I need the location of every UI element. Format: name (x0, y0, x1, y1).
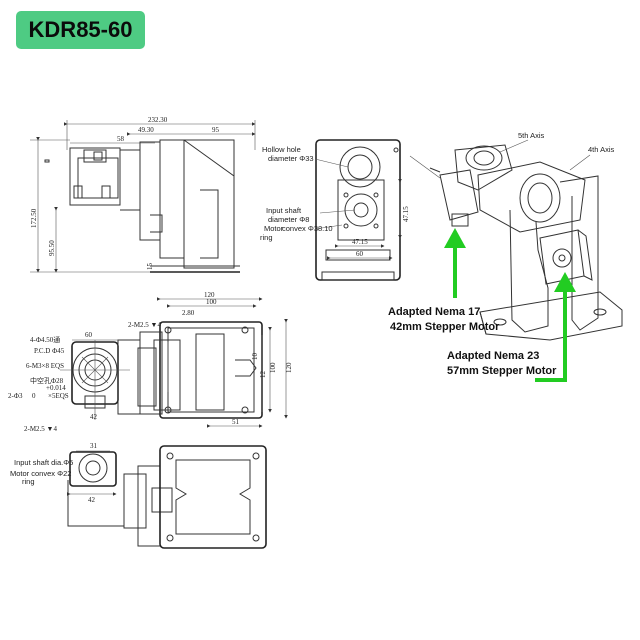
bottom-motor-label: Motor convex Φ22 (10, 469, 71, 478)
dim-side-12: 12 (259, 371, 267, 379)
input-shaft-label: Input shaft (266, 206, 302, 215)
nema23-line2: 57mm Stepper Motor (447, 365, 557, 377)
side-view: 120 100 2.80 100 120 10 12 51 (139, 291, 293, 428)
dim-view-60: 60 (356, 250, 364, 258)
dim-front-tol: +0.014 (46, 384, 66, 392)
dim-view-47-15-v: 47.15 (402, 206, 410, 222)
axis4-label: 4th Axis (588, 145, 615, 154)
dim-front-2m2: 2-M2.5 ▼4 (128, 321, 161, 329)
dim-front-60: 60 (85, 331, 93, 339)
dim-view-47-15: 47.15 (352, 238, 368, 246)
dim-side-120-v: 120 (285, 362, 293, 373)
motor-label: Motor (264, 224, 284, 233)
dim-front-42: 42 (90, 413, 98, 421)
dim-side-10: 10 (251, 353, 259, 361)
bottom-ring-label: ring (22, 477, 35, 486)
nema17-line1: Adapted Nema 17 (388, 306, 480, 318)
dim-total-length: 232.30 (148, 116, 168, 124)
elevation-view: 232.30 49.30 95 58 172.50 95.50 15 (30, 116, 256, 273)
dim-58: 58 (117, 135, 125, 143)
dim-side-100-v: 100 (269, 362, 277, 373)
dim-front-5eqs: ×5EQS (48, 392, 69, 400)
input-diam-label: diameter Φ8 (268, 215, 309, 224)
isometric-assembly: 5th Axis 4th Axis (409, 131, 623, 341)
dim-side-120: 120 (204, 291, 215, 299)
dim-95: 95 (212, 126, 220, 134)
nema23-line1: Adapted Nema 23 (447, 350, 539, 362)
dim-height-172: 172.50 (30, 208, 38, 228)
dim-bottom-31: 31 (90, 442, 98, 450)
dim-bottom-42: 42 (88, 496, 96, 504)
dim-side-51: 51 (232, 418, 240, 426)
dim-front-4phi: 4-Φ4.50通 (30, 335, 60, 344)
hollow-diam-label: diameter Φ33 (268, 154, 314, 163)
hollow-hole-label: Hollow hole (262, 145, 301, 154)
dim-front-m3: 6-M3×8 EQS (26, 362, 64, 370)
dim-side-2-80: 2.80 (182, 309, 195, 317)
dim-front-pcd: P.C.D Φ45 (34, 347, 65, 355)
dim-side-100: 100 (206, 298, 217, 306)
nema23-arrow (535, 272, 576, 382)
bottom-view: 31 Input shaft dia.Φ5 Motor convex Φ22 r… (10, 442, 267, 549)
axis5-label: 5th Axis (518, 131, 545, 140)
plate-view: 47.15 60 47.15 Hollow hole diameter Φ33 … (260, 139, 410, 281)
nema17-line2: 42mm Stepper Motor (390, 321, 500, 333)
front-flange-view: 60 2-M2.5 ▼4 4-Φ4.50通 P.C.D Φ45 6-M3×8 E… (8, 321, 161, 433)
dim-49-30: 49.30 (138, 126, 154, 134)
dim-front-center: 中空孔Φ28 (30, 376, 64, 385)
dim-height-95: 95.50 (48, 240, 56, 256)
nema17-arrow (444, 228, 466, 298)
title-badge: KDR85-60 (16, 11, 145, 49)
motor-convex-2: ring (260, 233, 273, 242)
dim-front-tol2: 0 (32, 392, 36, 400)
dim-front-2m2b: 2-M2.5 ▼4 (24, 425, 57, 433)
dim-front-2phi3: 2-Φ3 (8, 392, 23, 400)
motor-convex-label: convex Φ38.10 (282, 224, 333, 233)
bottom-input-label: Input shaft dia.Φ5 (14, 458, 73, 467)
product-title: KDR85-60 (28, 17, 133, 42)
dim-15: 15 (146, 263, 154, 271)
